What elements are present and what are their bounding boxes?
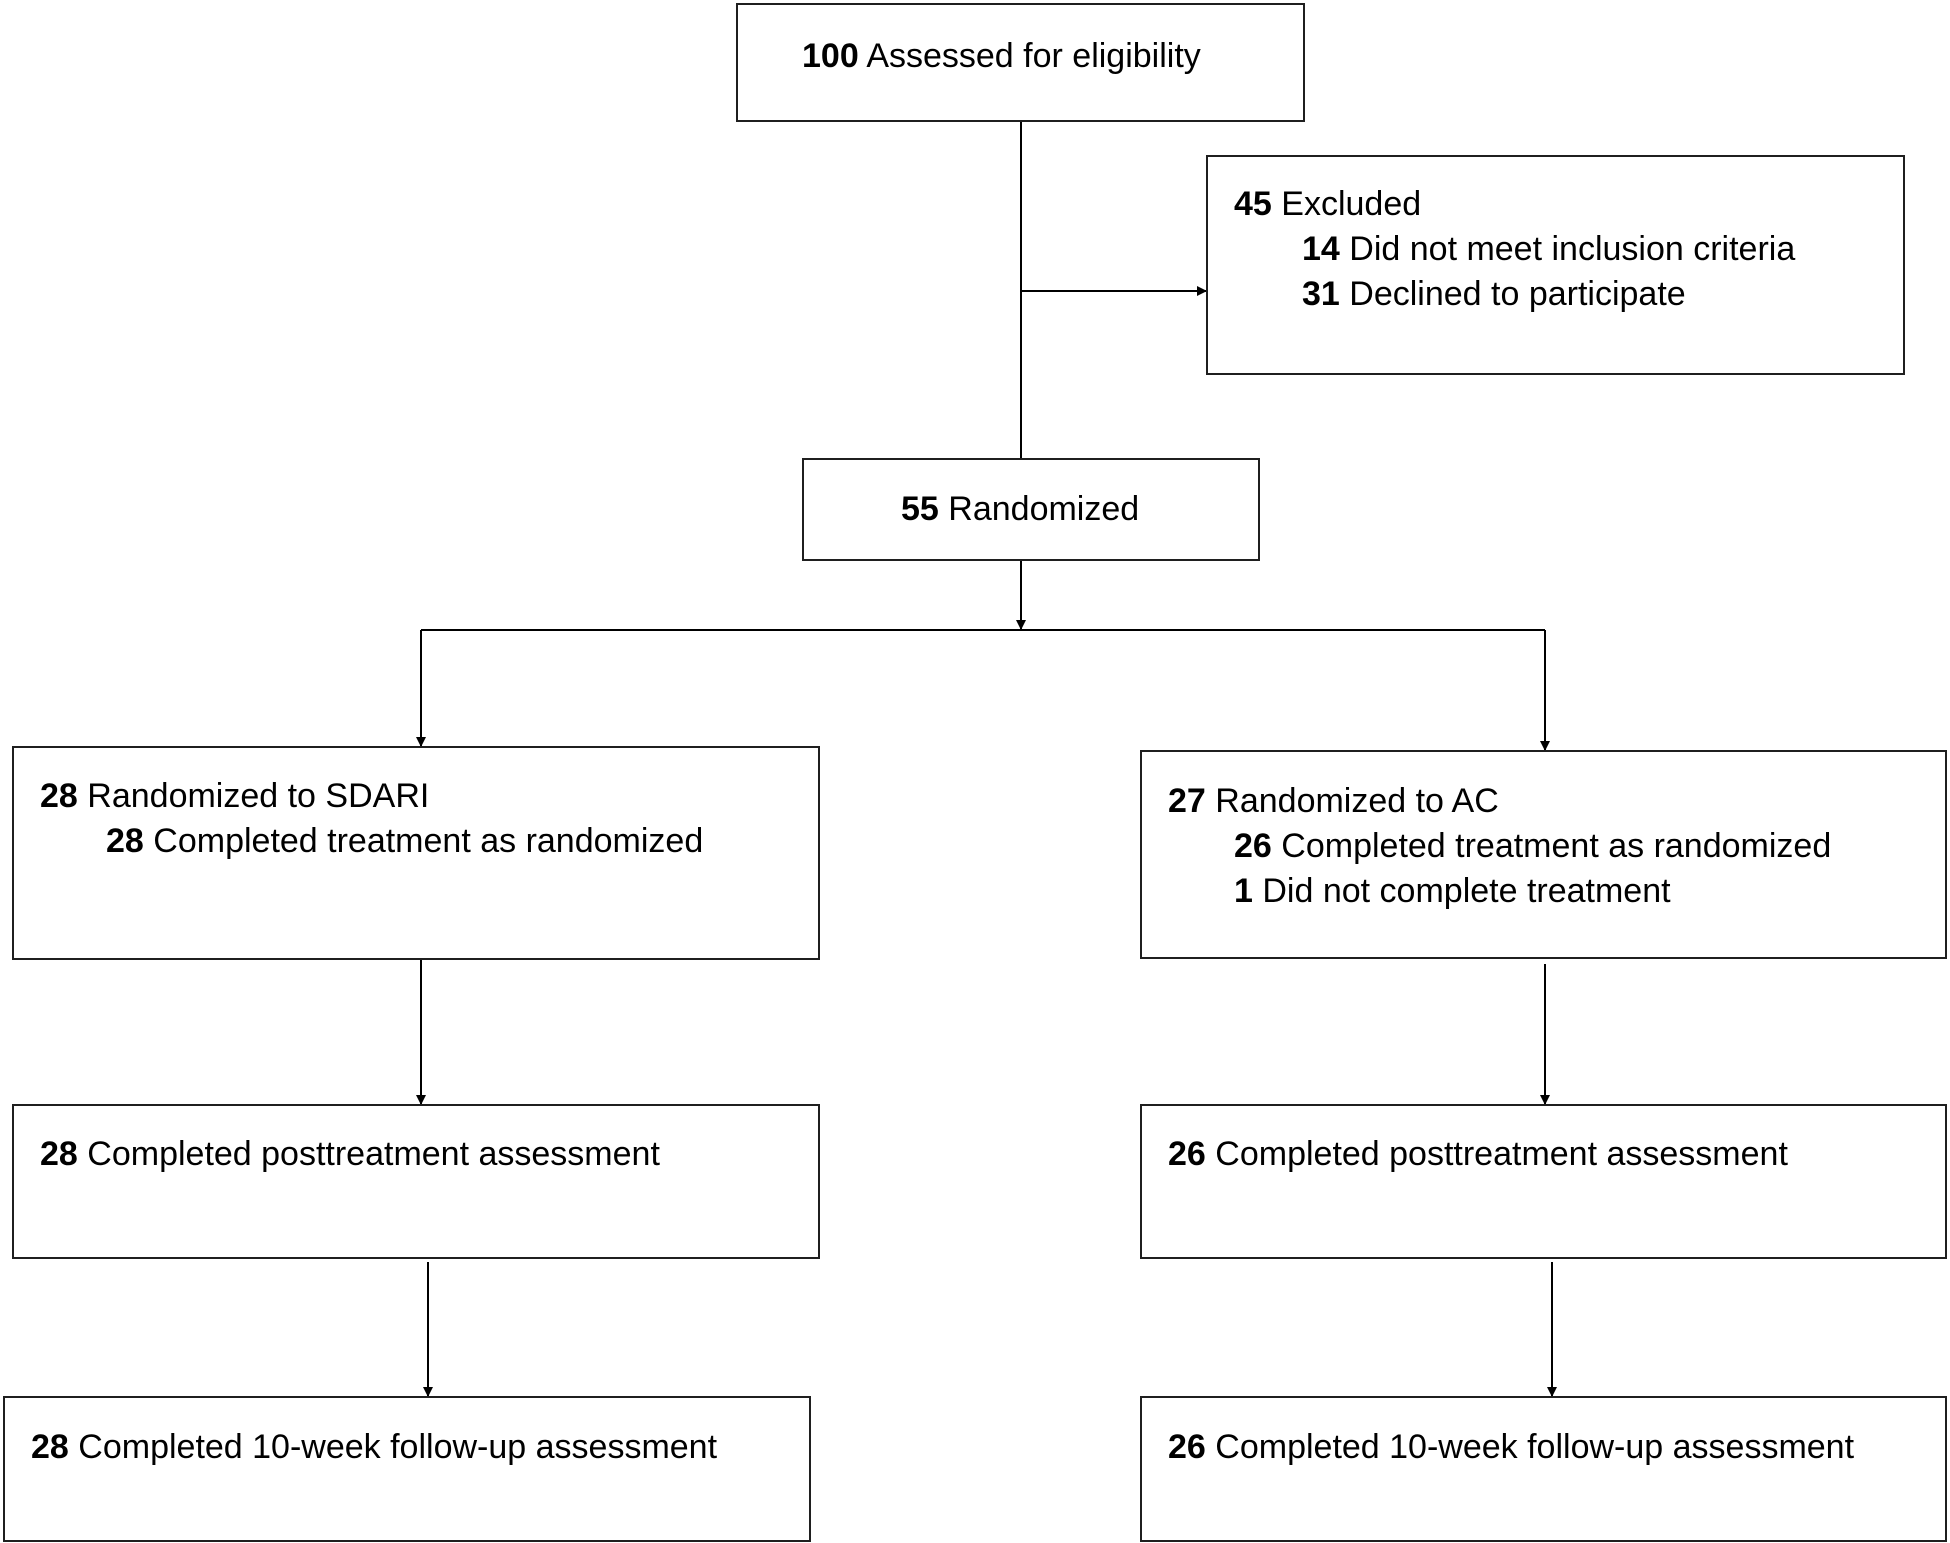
excluded-reason-label: Did not meet inclusion criteria: [1349, 230, 1796, 268]
ac-completed-treatment-count: 26: [1234, 827, 1272, 865]
ac-not-completed-label: Did not complete treatment: [1262, 872, 1671, 910]
sdari-followup-label: Completed 10-week follow-up assessment: [78, 1428, 718, 1466]
excluded-reason-count: 31: [1302, 275, 1340, 313]
ac-arm-count: 27: [1168, 782, 1206, 820]
sdari-posttreatment-label: Completed posttreatment assessment: [87, 1135, 660, 1173]
ac-arm-label: Randomized to AC: [1215, 782, 1499, 820]
sdari-posttreatment-count: 28: [40, 1135, 78, 1173]
randomized-label: Randomized: [948, 490, 1140, 528]
excluded-count: 45: [1234, 185, 1272, 223]
ac-not-completed-count: 1: [1234, 872, 1253, 910]
excluded-label: Excluded: [1281, 185, 1422, 223]
sdari-completed-treatment-label: Completed treatment as randomized: [153, 822, 704, 860]
sdari-followup-count: 28: [31, 1428, 69, 1466]
ac-followup-box: 26 Completed 10-week follow-up assessmen…: [1140, 1396, 1947, 1542]
ac-posttreatment-label: Completed posttreatment assessment: [1215, 1135, 1788, 1173]
ac-followup-count: 26: [1168, 1428, 1206, 1466]
excluded-reason-count: 14: [1302, 230, 1340, 268]
assessed-label: Assessed for eligibility: [866, 37, 1201, 75]
sdari-completed-treatment-count: 28: [106, 822, 144, 860]
sdari-arm-label: Randomized to SDARI: [87, 777, 430, 815]
ac-arm-box: 27 Randomized to AC 26 Completed treatme…: [1140, 750, 1947, 959]
sdari-followup-box: 28 Completed 10-week follow-up assessmen…: [3, 1396, 811, 1542]
ac-posttreatment-count: 26: [1168, 1135, 1206, 1173]
sdari-arm-count: 28: [40, 777, 78, 815]
ac-completed-treatment-label: Completed treatment as randomized: [1281, 827, 1832, 865]
assessed-box: 100 Assessed for eligibility: [736, 3, 1305, 122]
ac-followup-label: Completed 10-week follow-up assessment: [1215, 1428, 1855, 1466]
sdari-posttreatment-box: 28 Completed posttreatment assessment: [12, 1104, 820, 1259]
sdari-arm-box: 28 Randomized to SDARI 28 Completed trea…: [12, 746, 820, 960]
randomized-count: 55: [901, 490, 939, 528]
assessed-count: 100: [802, 37, 859, 75]
excluded-box: 45 Excluded 14 Did not meet inclusion cr…: [1206, 155, 1905, 375]
ac-posttreatment-box: 26 Completed posttreatment assessment: [1140, 1104, 1947, 1259]
excluded-reason-label: Declined to participate: [1349, 275, 1686, 313]
randomized-box: 55 Randomized: [802, 458, 1260, 561]
